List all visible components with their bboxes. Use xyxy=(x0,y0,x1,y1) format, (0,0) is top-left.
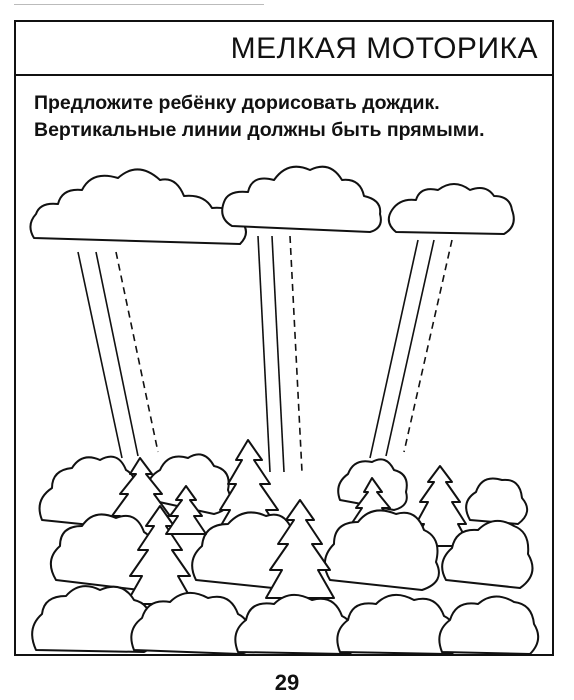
cloud-icon xyxy=(29,168,247,245)
rain-line xyxy=(385,239,435,457)
bush-icon xyxy=(441,519,534,589)
worksheet-frame: МЕЛКАЯ МОТОРИКА Предложите ребёнку дорис… xyxy=(14,20,554,656)
bush-icon xyxy=(438,595,540,655)
dashed-rain-guide xyxy=(115,251,159,453)
bush-icon xyxy=(465,477,529,525)
rain-forest-illustration xyxy=(29,165,540,655)
cloud-icon xyxy=(221,165,382,233)
dashed-rain-guide xyxy=(289,235,303,473)
rain-line xyxy=(257,235,271,473)
cloud-icon xyxy=(387,183,515,235)
bush-icon xyxy=(49,513,156,591)
rain-line xyxy=(95,251,139,457)
instruction-line-1: Предложите ребёнку дорисовать дождик. xyxy=(34,92,440,114)
tree-icon xyxy=(411,465,471,547)
page-edge-mark xyxy=(14,4,264,15)
rain-lines xyxy=(77,235,453,473)
header-band: МЕЛКАЯ МОТОРИКА xyxy=(16,22,552,76)
tree-icon xyxy=(165,485,207,535)
instructions: Предложите ребёнку дорисовать дождик. Ве… xyxy=(34,90,544,144)
bush-icon xyxy=(336,593,457,655)
dashed-rain-guide xyxy=(403,239,453,453)
page-title: МЕЛКАЯ МОТОРИКА xyxy=(230,32,538,65)
bush-icon xyxy=(234,593,355,655)
page-number: 29 xyxy=(274,670,300,695)
rain-line xyxy=(271,235,285,473)
bush-icon xyxy=(323,509,440,591)
instruction-line-2: Вертикальные линии должны быть прямыми. xyxy=(34,119,485,141)
rain-line xyxy=(369,239,419,459)
rain-line xyxy=(77,251,123,459)
